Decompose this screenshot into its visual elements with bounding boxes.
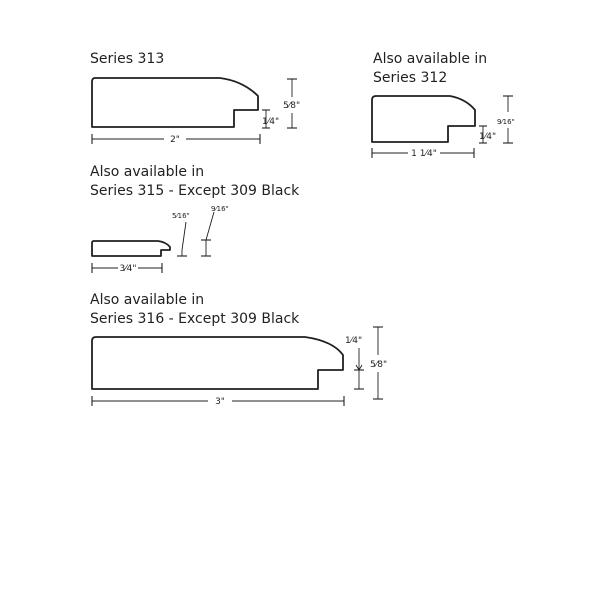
- series-313-rabbet-label: 1⁄4": [262, 117, 279, 127]
- series-312-title-line-2: Series 312: [373, 70, 448, 86]
- series-316-height-label: 5⁄8": [370, 360, 387, 370]
- series-315-title-line-2: Series 315 - Except 309 Black: [90, 183, 300, 199]
- series-315-width-label: 3⁄4": [119, 264, 136, 274]
- series-316-title: Also available in Series 316 - Except 30…: [90, 291, 299, 329]
- series-316-title-line-2: Series 316 - Except 309 Black: [90, 311, 300, 327]
- series-315-profile: [91, 240, 171, 257]
- series-316-profile: [91, 336, 344, 390]
- series-313-height-label: 5⁄8": [283, 101, 300, 111]
- series-315-title: Also available in Series 315 - Except 30…: [90, 163, 299, 201]
- series-312-profile: [371, 95, 476, 143]
- series-313-width-label: 2": [170, 135, 180, 145]
- series-316-title-line-1: Also available in: [90, 292, 205, 308]
- series-312-rabbet-label: 1⁄4": [479, 132, 496, 142]
- series-315-diagram: 3⁄4" 5⁄16" 9⁄16": [91, 205, 229, 274]
- series-316-diagram: 3" 1⁄4" 5⁄8": [91, 326, 387, 407]
- series-315-height-label: 9⁄16": [211, 205, 229, 213]
- series-316-rabbet-label: 1⁄4": [345, 336, 362, 346]
- series-316-width-label: 3": [215, 397, 225, 407]
- series-312-width-label: 1 1⁄4": [411, 149, 437, 159]
- series-312-diagram: 1 1⁄4" 9⁄16" 1⁄4": [371, 95, 515, 159]
- series-312-height-label: 9⁄16": [497, 118, 515, 126]
- series-313-title: Series 313: [90, 50, 164, 69]
- series-312-title: Also available in Series 312: [373, 50, 487, 88]
- series-313-diagram: 2" 5⁄8" 1⁄4": [91, 77, 300, 145]
- series-313-profile: [91, 77, 259, 128]
- series-312-title-line-1: Also available in: [373, 51, 488, 67]
- series-315-rabbet-label: 5⁄16": [172, 212, 190, 220]
- series-315-title-line-1: Also available in: [90, 164, 205, 180]
- series-313-title-line-1: Series 313: [90, 51, 165, 67]
